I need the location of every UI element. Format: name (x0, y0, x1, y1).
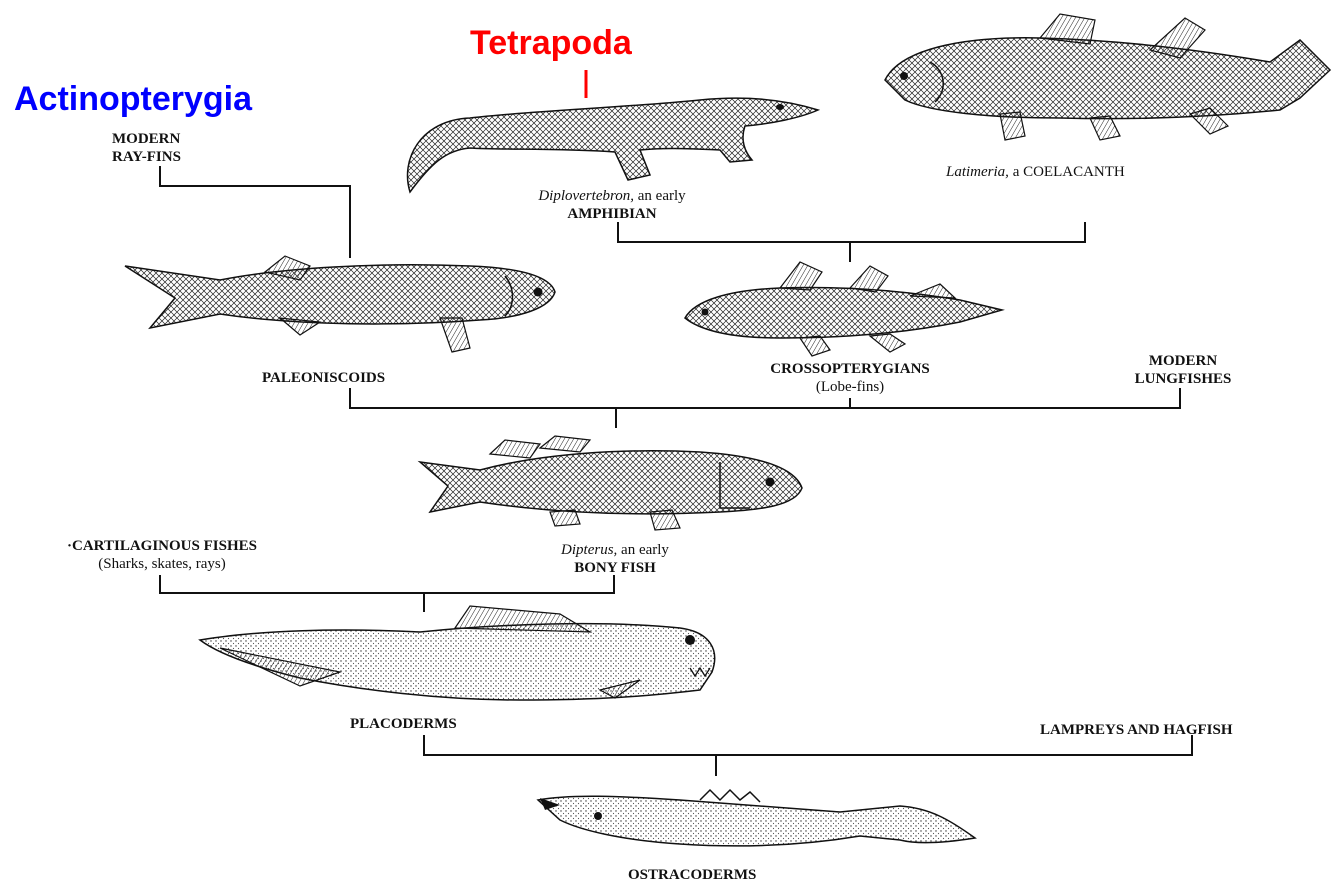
label-modern-lungfishes: MODERN LUNGFISHES (1108, 352, 1258, 388)
label-coelacanth: Latimeria, a COELACANTH (946, 163, 1125, 181)
coelacanth-drawing (885, 14, 1330, 140)
ostracoderm-drawing (538, 790, 975, 846)
gnathostome-bracket (160, 575, 614, 593)
rayfins-branch (160, 166, 350, 258)
label-modern-ray-fins: MODERN RAY-FINS (112, 130, 181, 166)
label-ostracoderms: OSTRACODERMS (628, 866, 756, 884)
amphibian-drawing (408, 98, 819, 192)
tetrapoda-heading: Tetrapoda (470, 24, 632, 63)
label-lampreys-hagfish: LAMPREYS AND HAGFISH (1040, 721, 1233, 739)
paleoniscoid-drawing (125, 256, 555, 352)
label-bony-fish: Dipterus, an early BONY FISH (510, 541, 720, 577)
label-crossopterygians: CROSSOPTERYGIANS (Lobe-fins) (735, 360, 965, 396)
label-amphibian: Diplovertebron, an early AMPHIBIAN (502, 187, 722, 223)
crossopterygian-drawing (685, 262, 1002, 356)
amphibian-coelacanth-bracket (618, 222, 1085, 242)
label-cartilaginous-fishes: ·CARTILAGINOUS FISHES (Sharks, skates, r… (24, 537, 300, 573)
placoderm-drawing (200, 606, 715, 700)
label-paleoniscoids: PALEONISCOIDS (262, 369, 385, 387)
actinopterygia-heading: Actinopterygia (14, 80, 252, 119)
dipterus-drawing (420, 436, 802, 530)
label-placoderms: PLACODERMS (350, 715, 457, 733)
